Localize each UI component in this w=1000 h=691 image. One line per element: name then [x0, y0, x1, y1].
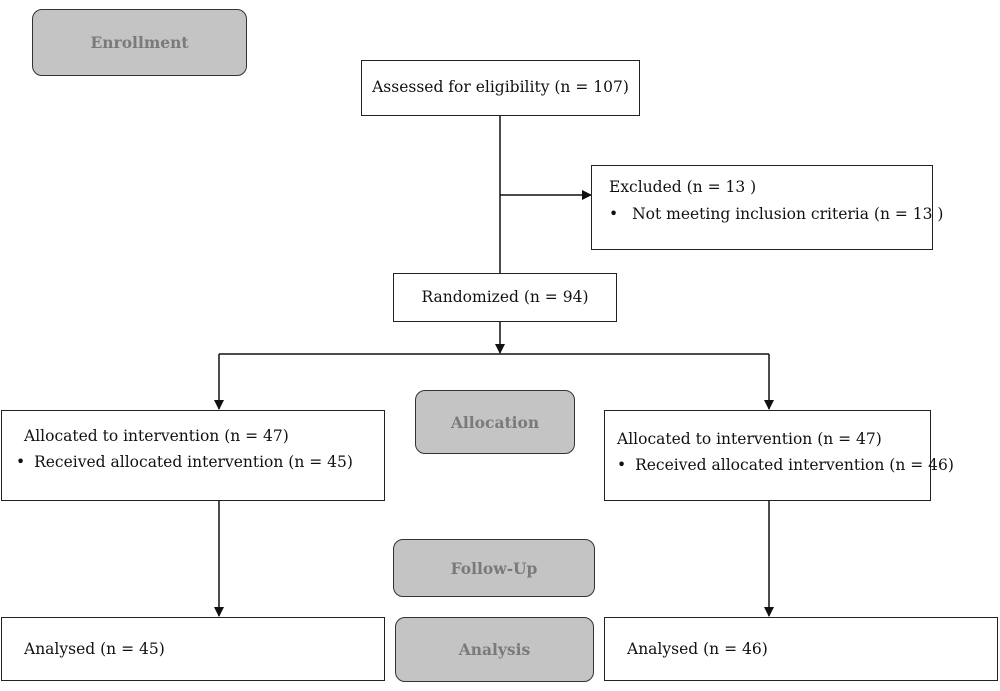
right-allocation-title: Allocated to intervention (n = 47) [617, 430, 882, 448]
left-allocation-title: Allocated to intervention (n = 47) [24, 427, 289, 445]
right-analysis-box: Analysed (n = 46) [604, 617, 998, 681]
bullet-icon: • [609, 205, 619, 224]
assessed-text: Assessed for eligibility (n = 107) [372, 78, 629, 97]
randomized-box: Randomized (n = 94) [393, 273, 617, 322]
right-analysis-text: Analysed (n = 46) [627, 640, 768, 658]
stage-allocation: Allocation [415, 390, 575, 454]
stage-allocation-label: Allocation [450, 412, 540, 432]
right-received-item: • Received allocated intervention (n = 4… [617, 456, 954, 475]
stage-follow-up: Follow-Up [393, 539, 595, 597]
randomized-text: Randomized (n = 94) [421, 287, 589, 306]
excluded-box: Excluded (n = 13 ) • Not meeting inclusi… [591, 165, 943, 250]
left-analysis-text: Analysed (n = 45) [24, 640, 165, 658]
left-analysis-box: Analysed (n = 45) [1, 617, 385, 681]
stage-analysis: Analysis [395, 617, 594, 682]
assessed-box: Assessed for eligibility (n = 107) [361, 60, 640, 116]
stage-follow-up-label: Follow-Up [450, 558, 538, 578]
stage-enrollment: Enrollment [32, 9, 247, 76]
left-received-item: • Received allocated intervention (n = 4… [16, 453, 384, 472]
excluded-title: Excluded (n = 13 ) [609, 178, 757, 196]
left-allocation-box: Allocated to intervention (n = 47) • Rec… [1, 410, 385, 501]
left-received: Received allocated intervention (n = 45) [34, 453, 353, 472]
right-allocation-box: Allocated to intervention (n = 47) • Rec… [604, 410, 954, 501]
right-received: Received allocated intervention (n = 46) [635, 456, 954, 475]
stage-analysis-label: Analysis [458, 640, 531, 659]
excluded-reason: Not meeting inclusion criteria (n = 13 ) [632, 205, 944, 224]
excluded-reason-item: • Not meeting inclusion criteria (n = 13… [609, 205, 943, 224]
stage-enrollment-label: Enrollment [90, 33, 189, 52]
bullet-icon: • [617, 456, 627, 475]
bullet-icon: • [16, 453, 26, 472]
